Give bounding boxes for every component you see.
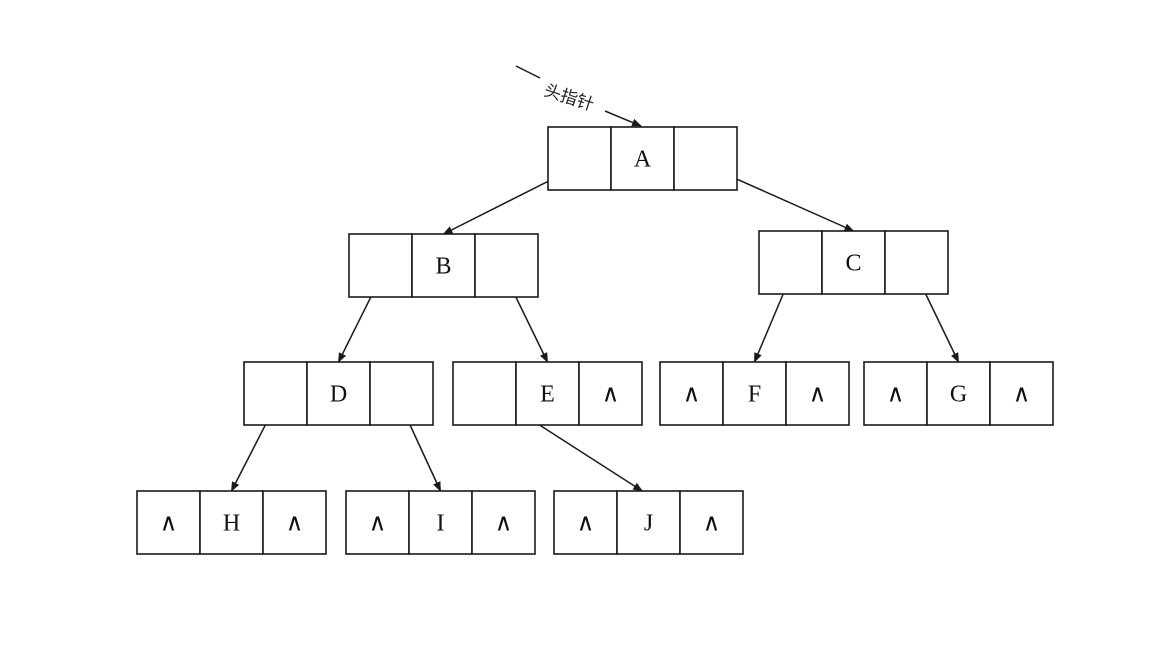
node-a-left-cell [547, 126, 612, 191]
node-e-data-cell [515, 361, 580, 426]
head-pointer: 头指针 [515, 65, 642, 127]
tree-node-i: ∧ I ∧ [345, 490, 536, 555]
node-i-left-null-symbol: ∧ [369, 511, 387, 537]
node-h-right-cell [262, 490, 327, 555]
node-h-right-null-symbol: ∧ [286, 511, 304, 537]
node-g-right-cell [989, 361, 1054, 426]
node-e-left-cell [452, 361, 517, 426]
node-d-data-cell [306, 361, 371, 426]
head-pointer-line-start [515, 65, 541, 79]
tree-node-h: ∧ H ∧ [136, 490, 327, 555]
node-j-left-cell [553, 490, 618, 555]
node-f-label: F [748, 382, 761, 408]
node-g-left-cell [863, 361, 928, 426]
node-h-left-cell [136, 490, 201, 555]
node-e-right-cell [578, 361, 643, 426]
node-e-label: E [540, 382, 555, 408]
node-h-left-null-symbol: ∧ [160, 511, 178, 537]
head-pointer-arrow [604, 110, 642, 127]
head-pointer-label: 头指针 [541, 81, 596, 116]
node-a-right-cell [673, 126, 738, 191]
node-b-data-cell [411, 233, 476, 298]
node-j-right-null-symbol: ∧ [703, 511, 721, 537]
tree-node-c: C [758, 230, 949, 295]
tree-node-j: ∧ J ∧ [553, 490, 744, 555]
node-g-data-cell [926, 361, 991, 426]
node-d-left-cell [243, 361, 308, 426]
node-g-right-null-symbol: ∧ [1013, 382, 1031, 408]
node-f-right-null-symbol: ∧ [809, 382, 827, 408]
node-g-left-null-symbol: ∧ [887, 382, 905, 408]
node-f-left-cell [659, 361, 724, 426]
node-b-left-cell [348, 233, 413, 298]
node-d-label: D [330, 382, 347, 408]
tree-node-a: A [547, 126, 738, 191]
tree-node-b: B [348, 233, 539, 298]
node-j-left-null-symbol: ∧ [577, 511, 595, 537]
node-a-label: A [634, 147, 652, 173]
node-i-data-cell [408, 490, 473, 555]
node-d-right-cell [369, 361, 434, 426]
tree-node-f: ∧ F ∧ [659, 361, 850, 426]
node-j-right-cell [679, 490, 744, 555]
node-i-right-null-symbol: ∧ [495, 511, 513, 537]
node-c-right-cell [884, 230, 949, 295]
node-i-left-cell [345, 490, 410, 555]
node-j-label: J [644, 511, 653, 537]
node-g-label: G [950, 382, 967, 408]
node-b-right-cell [474, 233, 539, 298]
node-f-data-cell [722, 361, 787, 426]
node-e-right-null-symbol: ∧ [602, 382, 620, 408]
node-f-right-cell [785, 361, 850, 426]
tree-node-e: E∧ [452, 361, 643, 426]
node-f-left-null-symbol: ∧ [683, 382, 701, 408]
node-c-left-cell [758, 230, 823, 295]
node-i-label: I [437, 511, 445, 537]
node-i-right-cell [471, 490, 536, 555]
tree-node-g: ∧ G ∧ [863, 361, 1054, 426]
node-h-label: H [223, 511, 240, 537]
tree-node-d: D [243, 361, 434, 426]
node-c-data-cell [821, 230, 886, 295]
node-b-label: B [435, 254, 451, 280]
edges [230, 161, 960, 492]
node-c-label: C [845, 251, 861, 277]
